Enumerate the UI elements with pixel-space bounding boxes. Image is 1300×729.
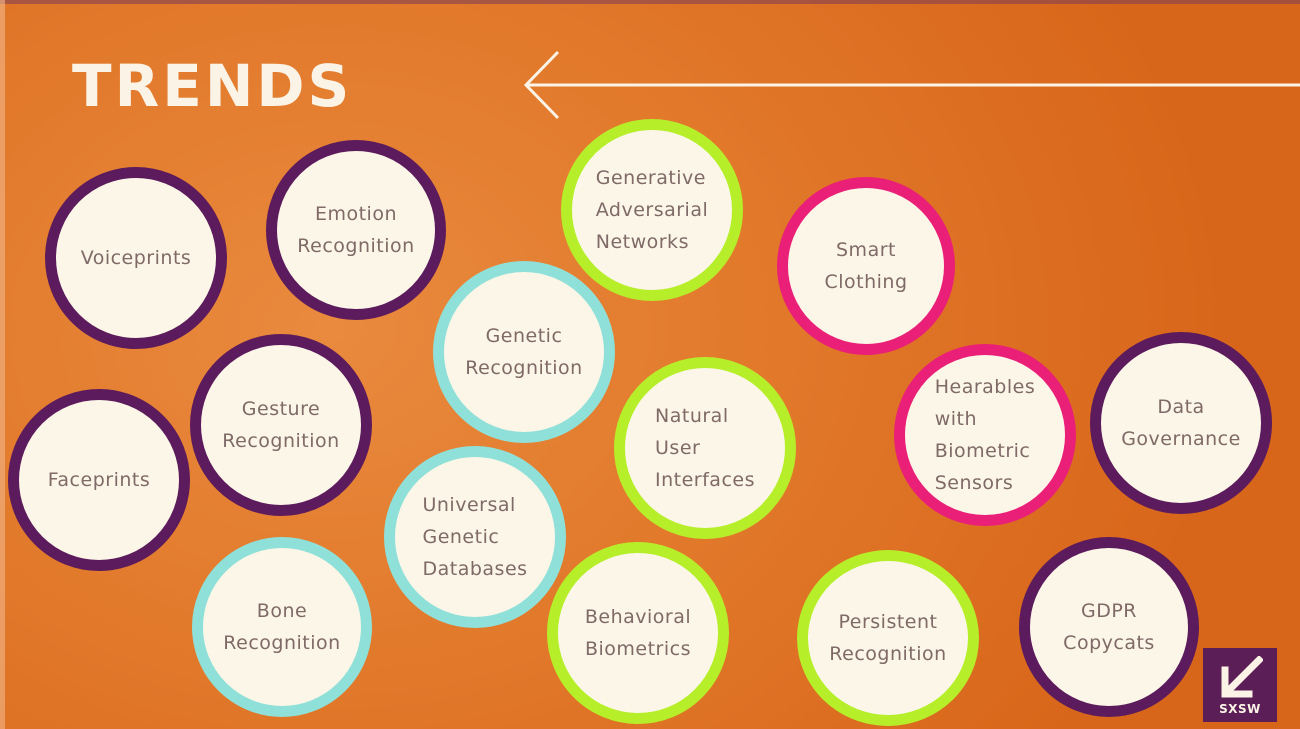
bubble-label: Voiceprints [80,247,192,269]
bubble-label: Data Governance [1121,396,1241,450]
bubble-label: Gesture Recognition [222,398,340,452]
bubble-label: Genetic Recognition [465,325,583,379]
bubble-gesture-recognition: Gesture Recognition [190,334,372,516]
top-border [0,0,1300,4]
bubble-natural-user-interfaces: Natural User Interfaces [614,357,796,539]
bubble-behavioral-biometrics: Behavioral Biometrics [547,542,729,724]
bubble-universal-genetic-databases: Universal Genetic Databases [384,446,566,628]
bubble-emotion-recognition: Emotion Recognition [266,140,446,320]
slide-title: TRENDS [72,52,353,120]
bubble-label: Natural User Interfaces [655,405,755,491]
bubble-label: Persistent Recognition [829,611,947,665]
bubble-label: Bone Recognition [223,600,341,654]
sxsw-arrow-icon [1221,656,1263,698]
bubble-faceprints: Faceprints [8,389,190,571]
bubble-voiceprints: Voiceprints [45,167,227,349]
bubble-label: Smart Clothing [824,239,908,293]
bubble-smart-clothing: Smart Clothing [777,177,955,355]
bubble-data-governance: Data Governance [1090,332,1272,514]
left-arrow-icon [523,50,1300,120]
sxsw-logo-text: SXSW [1219,702,1261,716]
bubble-genetic-recognition: Genetic Recognition [433,261,615,443]
bubble-label: Universal Genetic Databases [422,494,528,580]
bubble-label: Behavioral Biometrics [584,606,692,660]
bubble-label: Generative Adversarial Networks [595,167,709,253]
bubble-gdpr-copycats: GDPR Copycats [1019,537,1199,717]
bubble-bone-recognition: Bone Recognition [192,537,372,717]
bubble-persistent-recognition: Persistent Recognition [797,550,979,726]
bubble-hearables-with-biometric-sensors: Hearables with Biometric Sensors [894,344,1076,526]
bubble-label: GDPR Copycats [1063,600,1155,654]
left-border [0,0,5,729]
bubble-generative-adversarial-networks: Generative Adversarial Networks [561,119,743,301]
bubble-label: Emotion Recognition [297,203,415,257]
sxsw-logo: SXSW [1203,648,1277,722]
bubble-label: Faceprints [47,469,151,491]
bubble-label: Hearables with Biometric Sensors [934,376,1036,494]
